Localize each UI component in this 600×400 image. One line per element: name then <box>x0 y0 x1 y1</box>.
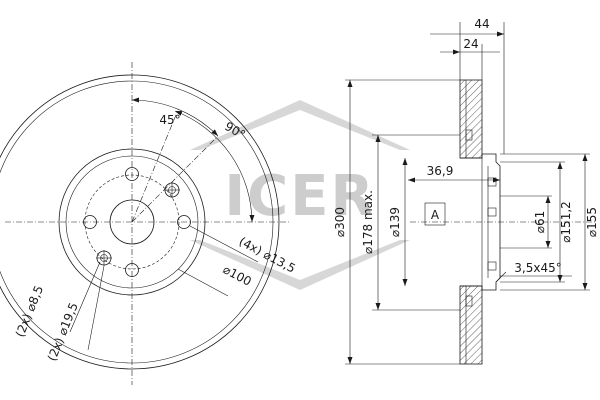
small-hole-a-label: (2x) ⌀8,5 <box>13 284 46 340</box>
angle-arc-90 <box>174 110 255 223</box>
dia-300-label: ⌀300 <box>333 207 347 237</box>
angle-leg <box>131 109 179 223</box>
angle-leg-45 <box>131 135 219 223</box>
small-hole-lower-left <box>96 250 112 266</box>
hat-outer-circle <box>58 148 206 296</box>
step-top <box>465 129 473 141</box>
dia-178-label: ⌀178 max. <box>361 190 375 254</box>
disc-outer-ring <box>0 80 274 364</box>
dia-61-label: ⌀61 <box>533 211 547 234</box>
small-hole-upper-right <box>164 182 180 198</box>
small-hole-b-label: (2x) ⌀19,5 <box>45 301 81 364</box>
bolt-hole-top <box>125 167 139 181</box>
disc-outer-edge <box>0 74 280 370</box>
dia-139-label: ⌀139 <box>388 207 402 237</box>
bolt-hole-left <box>83 215 97 229</box>
dia-155-label: ⌀155 <box>585 207 599 237</box>
hat-inner-circle <box>65 155 199 289</box>
bolt-section-mid <box>487 207 497 217</box>
depth-36-9-label: 36,9 <box>427 164 454 178</box>
datum-a-box <box>424 202 446 226</box>
angle-45-label: 45° <box>159 113 180 127</box>
friction-ring-section-bottom <box>459 285 483 365</box>
center-bore <box>109 199 155 245</box>
bolt-section-bottom <box>487 261 497 271</box>
chamfer-label: 3,5x45° <box>514 261 561 275</box>
pcd-leader <box>177 268 229 297</box>
width-24-label: 24 <box>463 37 478 51</box>
bolt-hole-bottom <box>125 263 139 277</box>
step-bottom <box>465 295 473 307</box>
datum-a-label: A <box>431 208 440 222</box>
bolt-hole-leader <box>189 225 259 263</box>
section-view: ⌀300 ⌀178 max. ⌀139 44 24 <box>333 17 599 365</box>
dia-151-2-label: ⌀151,2 <box>559 201 573 243</box>
bolt-section-top <box>487 177 497 187</box>
chamfer-pointer <box>495 271 507 283</box>
pitch-circle <box>84 174 180 270</box>
width-44-label: 44 <box>474 17 489 31</box>
small-hole-leader-a <box>69 261 101 333</box>
small-hole-leader-b <box>87 265 105 351</box>
watermark-text: ICER <box>224 164 375 229</box>
friction-ring-section-top <box>459 79 483 159</box>
